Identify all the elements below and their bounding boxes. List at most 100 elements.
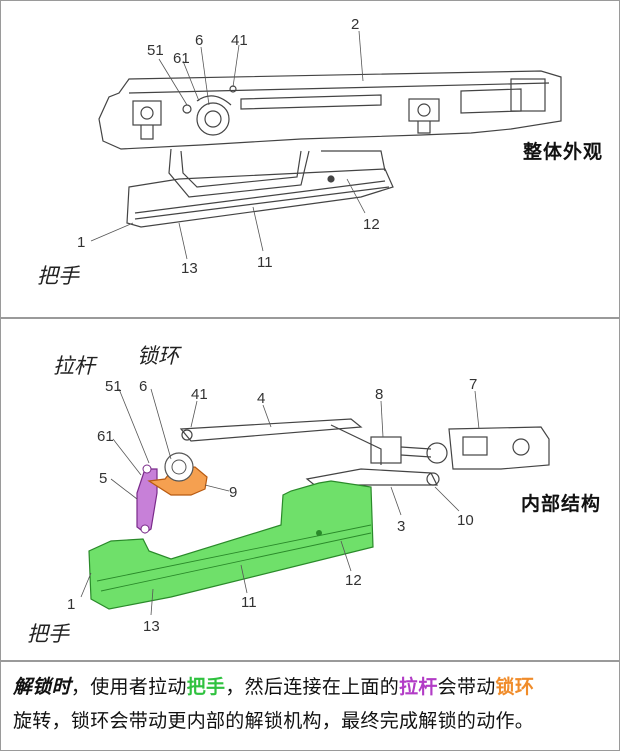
caption-text-1: ，使用者拉动: [70, 676, 187, 698]
internal-structure-title: 内部结构: [521, 493, 602, 515]
label-41: 41: [231, 32, 248, 49]
label-51: 51: [147, 42, 164, 59]
handle-rivet: [327, 175, 335, 183]
leader-11: [252, 206, 264, 252]
label-8: 8: [375, 386, 383, 403]
label-11: 11: [257, 254, 273, 271]
overall-view-panel: 51 61 6 41 2 12 1 13 11 把手 整体外观: [0, 0, 620, 318]
caption-line-2: 旋转，锁环会带动更内部的解锁机构，最终完成解锁的动作。: [13, 710, 535, 732]
overall-view-drawing: 51 61 6 41 2 12 1 13 11 把手: [37, 16, 562, 288]
internal-structure-drawing: 51 6 41 4 8 7 61 5 9 3 10 12 1 13 11 拉杆 …: [27, 344, 550, 646]
label-13: 13: [181, 260, 198, 277]
link-4: [179, 418, 363, 442]
leader-61b: [112, 438, 142, 476]
label-9: 9: [229, 484, 237, 501]
label-1b: 1: [67, 596, 75, 613]
leader-3: [390, 486, 402, 516]
handle-bar-stripe: [134, 180, 386, 214]
label-5: 5: [99, 470, 107, 487]
label-12: 12: [363, 216, 380, 233]
leader-51: [158, 58, 188, 106]
leader-4: [262, 404, 272, 428]
label-handle-top: 把手: [37, 264, 80, 288]
label-lock-ring: 锁环: [137, 344, 182, 368]
leader-1: [90, 222, 134, 242]
left-mount: [132, 100, 162, 126]
overall-view-title: 整体外观: [523, 141, 604, 163]
leader-11b: [240, 564, 248, 594]
leader-1b: [80, 572, 92, 598]
leader-2: [358, 30, 364, 82]
label-7: 7: [469, 376, 477, 393]
pull-rod-bottom-pivot: [140, 524, 150, 534]
leader-41: [232, 44, 240, 88]
link-4-pivot: [181, 429, 193, 441]
leader-5: [110, 478, 138, 500]
handle-arm-right: [321, 150, 386, 172]
caption-pull-rod: 拉杆: [399, 676, 438, 698]
handle-arm: [168, 148, 310, 198]
actuator-7-window: [462, 436, 488, 456]
housing-edge: [128, 82, 550, 94]
left-bolt: [140, 106, 154, 120]
label-pull-rod: 拉杆: [53, 354, 98, 378]
label-61b: 61: [97, 428, 114, 445]
housing-outline: [98, 70, 562, 150]
leader-9: [204, 484, 230, 492]
lock-ring-hub-inner: [171, 459, 187, 475]
housing-slot: [240, 94, 382, 110]
label-4: 4: [257, 390, 265, 407]
caption-handle: 把手: [186, 676, 226, 698]
leader-10: [434, 486, 460, 512]
handle-arm-inner: [180, 150, 302, 188]
right-bolt-stem: [417, 121, 431, 134]
label-13b: 13: [143, 618, 160, 635]
housing-block: [460, 88, 522, 114]
leader-51b: [118, 388, 150, 464]
handle-green-rivet: [316, 530, 322, 536]
right-mount: [408, 98, 440, 122]
label-61: 61: [173, 50, 190, 67]
handle-green-stripe-2: [100, 532, 372, 592]
left-bolt-stem: [140, 125, 154, 140]
shaft-8: [400, 446, 432, 458]
leader-6: [200, 46, 210, 106]
leader-61: [182, 60, 200, 102]
caption-unlock-when: 解锁时: [13, 676, 71, 698]
lock-ring-center: [204, 110, 222, 128]
handle-bar: [126, 168, 394, 228]
caption-line-1: 解锁时，使用者拉动把手，然后连接在上面的拉杆会带动锁环: [13, 672, 534, 699]
label-10: 10: [457, 512, 474, 529]
leader-13b: [150, 588, 154, 616]
label-3: 3: [397, 518, 405, 535]
link-4-bend: [330, 424, 382, 465]
handle-green: [88, 480, 374, 610]
leader-12b: [340, 540, 352, 572]
roller-8: [426, 442, 448, 464]
label-handle-bottom: 把手: [27, 622, 70, 646]
housing-end-block: [510, 78, 546, 112]
caption-lock-ring: 锁环: [495, 676, 535, 698]
label-6b: 6: [139, 378, 147, 395]
leader-41b: [190, 400, 198, 428]
label-51b: 51: [105, 378, 122, 395]
internal-structure-panel: 51 6 41 4 8 7 61 5 9 3 10 12 1 13 11 拉杆 …: [0, 318, 620, 661]
right-bolt: [417, 103, 431, 117]
pivot-10: [426, 472, 440, 486]
actuator-7-hub: [512, 438, 530, 456]
pull-rod: [136, 468, 158, 534]
label-2: 2: [351, 16, 359, 33]
lock-ring-arm: [196, 95, 232, 106]
pivot-51: [182, 104, 192, 114]
handle-bar-stripe-2: [134, 186, 390, 220]
leader-6b: [150, 388, 172, 460]
pull-rod-top-pivot: [142, 464, 152, 474]
label-1: 1: [77, 234, 85, 251]
label-6: 6: [195, 32, 203, 49]
caption-text-2: ，然后连接在上面的: [225, 676, 400, 698]
lock-ring: [196, 102, 230, 136]
label-41b: 41: [191, 386, 208, 403]
caption-panel: 解锁时，使用者拉动把手，然后连接在上面的拉杆会带动锁环 旋转，锁环会带动更内部的…: [0, 661, 620, 751]
leader-13: [178, 222, 188, 260]
